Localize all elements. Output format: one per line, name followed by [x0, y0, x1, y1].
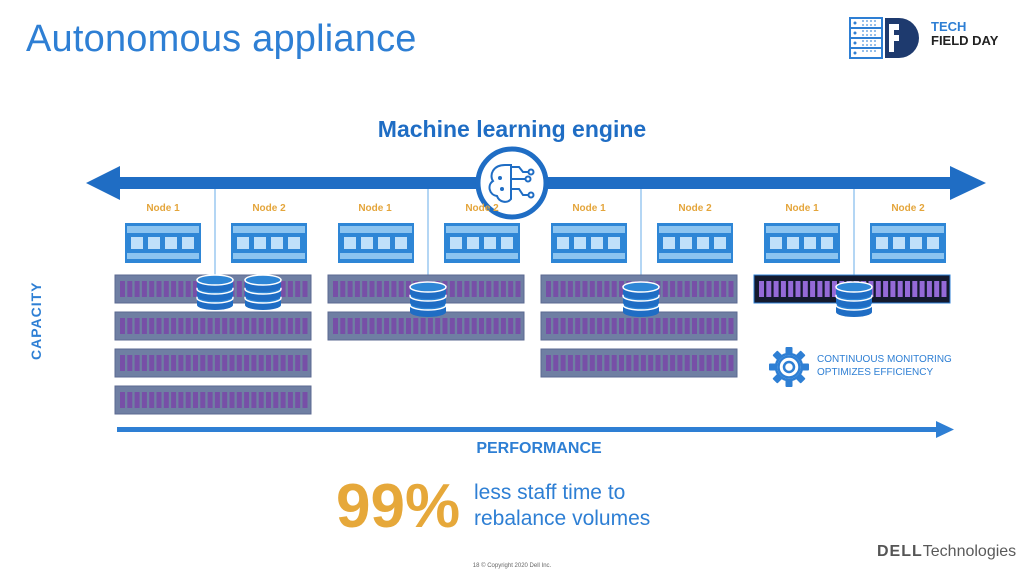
- monitoring-note: CONTINUOUS MONITORING OPTIMIZES EFFICIEN…: [817, 353, 952, 379]
- slide-title: Autonomous appliance: [26, 18, 417, 60]
- database-icon: [244, 274, 282, 310]
- node-label: Node 2: [678, 203, 712, 214]
- engine-label: Machine learning engine: [377, 116, 647, 142]
- server-node-icon: [551, 223, 627, 263]
- storage-shelf: [114, 385, 312, 415]
- cluster-group: [114, 189, 951, 415]
- cluster: [753, 189, 951, 317]
- stat-line-2: rebalance volumes: [474, 507, 651, 530]
- server-node-icon: [338, 223, 414, 263]
- server-node-icon: [764, 223, 840, 263]
- node-label: Node 1: [358, 203, 392, 214]
- tech-field-day-logo: [849, 17, 919, 59]
- dell-brand: DELL: [877, 543, 923, 560]
- footer-copyright: 18 © Copyright 2020 Dell Inc.: [472, 563, 552, 569]
- server-node-icon: [125, 223, 201, 263]
- cluster: [540, 189, 738, 378]
- monitoring-line-1: CONTINUOUS MONITORING: [817, 354, 952, 365]
- node-label: Node 1: [785, 203, 819, 214]
- storage-shelf: [540, 311, 738, 341]
- performance-axis-label: PERFORMANCE: [476, 440, 602, 457]
- brain-circuit-icon: [475, 146, 549, 220]
- server-rack-icon: [849, 17, 883, 59]
- database-icon: [622, 281, 660, 317]
- capacity-axis-label: CAPACITY: [28, 281, 44, 360]
- dell-technologies-logo: DELLTechnologies: [877, 543, 1016, 561]
- cluster: [114, 189, 312, 415]
- storage-shelf: [114, 311, 312, 341]
- gear-icon: [769, 347, 809, 387]
- node-label: Node 2: [252, 203, 286, 214]
- server-node-icon: [231, 223, 307, 263]
- server-node-icon: [870, 223, 946, 263]
- storage-shelf: [114, 348, 312, 378]
- stat-value: 99%: [336, 472, 461, 541]
- database-icon: [409, 281, 447, 317]
- monitoring-line-2: OPTIMIZES EFFICIENCY: [817, 367, 934, 378]
- architecture-diagram: [86, 146, 986, 438]
- tech-field-day-wordmark: TECH FIELD DAY: [931, 20, 998, 48]
- stat-line-1: less staff time to: [474, 481, 626, 504]
- cluster: [327, 189, 525, 341]
- node-label: Node 1: [146, 203, 180, 214]
- storage-shelf: [540, 348, 738, 378]
- node-label: Node 2: [465, 203, 499, 214]
- stat-description: less staff time to rebalance volumes: [474, 480, 650, 532]
- database-icon: [835, 281, 873, 317]
- dell-suffix: Technologies: [922, 543, 1017, 560]
- node-label: Node 1: [572, 203, 606, 214]
- performance-arrow: [117, 421, 954, 438]
- logo-field-day: FIELD DAY: [931, 33, 999, 48]
- server-node-icon: [657, 223, 733, 263]
- database-icon: [196, 274, 234, 310]
- logo-tech: TECH: [931, 19, 967, 34]
- node-label: Node 2: [891, 203, 925, 214]
- server-node-icon: [444, 223, 520, 263]
